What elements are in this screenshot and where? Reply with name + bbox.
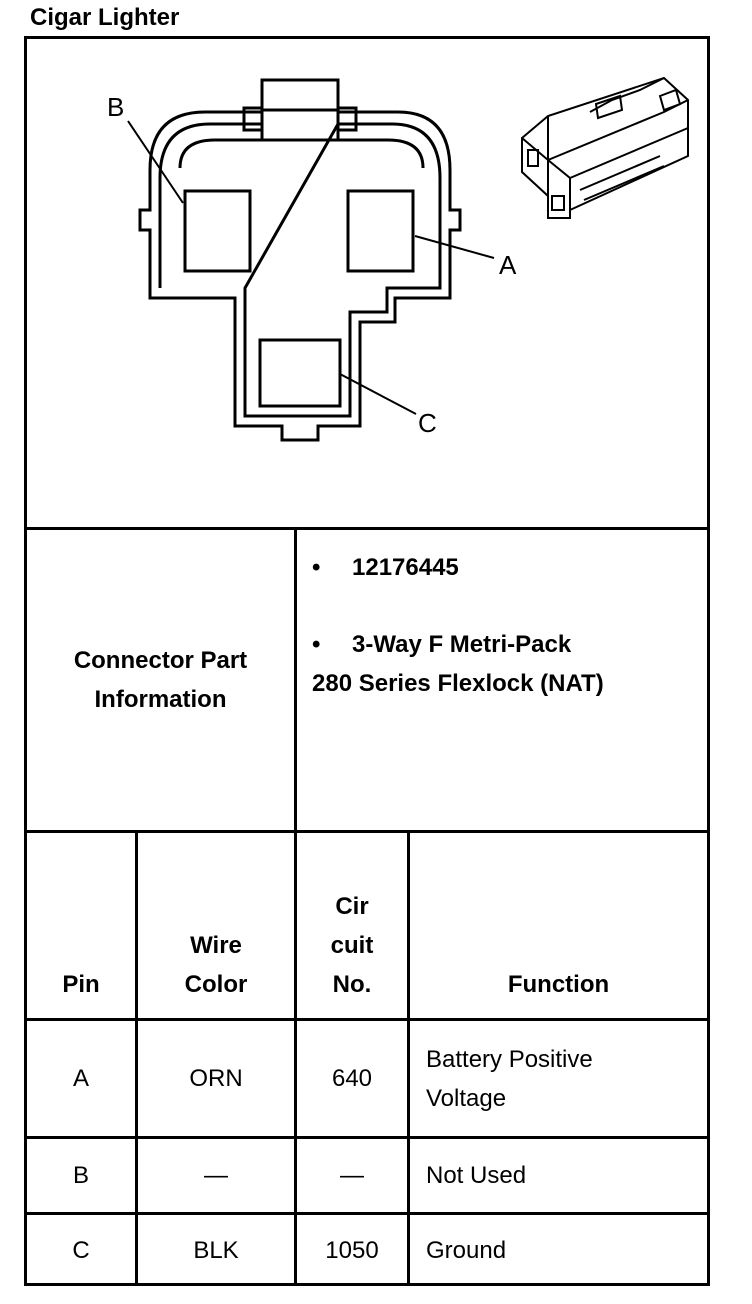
page-title: Cigar Lighter [30,4,180,31]
row-c-circuit-no: 1050 [325,1236,379,1264]
connector-description-line1: 3-Way F Metri-Pack [352,631,572,658]
connector-info-values: • 12176445 • 3-Way F Metri-Pack 280 Series… [312,548,604,703]
row-b-wire-color: — [204,1162,228,1189]
row-a-wire-color: ORN [189,1065,243,1092]
divider-line [294,527,297,1286]
pin-b-cavity [183,189,252,273]
row-c-pin: C [72,1236,90,1264]
connector-info-label-line1: Connector Part [73,647,248,674]
row-b-circuit-no: — [340,1162,364,1189]
bullet: • [312,554,321,581]
connector-description-line2: 280 Series Flexlock (NAT) [312,670,604,697]
connector-info-label: Connector Part Information [27,530,294,830]
row-c-wire-color: BLK [193,1236,239,1264]
row-c-function: Ground [426,1236,507,1264]
header-function: Function [507,971,610,998]
divider-line [135,830,138,1286]
header-wire-color: Wire Color [184,932,248,998]
header-pin: Pin [62,971,100,998]
connector-isometric-icon [521,76,689,219]
divider-line [24,527,710,530]
divider-line [24,1212,710,1215]
bullet: • [312,631,321,658]
divider-line [24,1018,710,1021]
divider-line [24,1136,710,1139]
row-a-circuit-no: 640 [331,1065,373,1092]
pin-label-b: B [107,92,124,122]
connector-table-frame [24,36,710,1286]
header-circuit-no: Cir cuit No. [330,893,374,998]
divider-line [407,830,410,1286]
connector-face-diagram: B A C [107,76,689,442]
row-b-function: Not Used [426,1162,527,1189]
pin-label-a: A [499,250,517,280]
divider-line [24,830,710,833]
row-a-function: Battery Positive Voltage [426,1045,593,1112]
connector-info-label-line2: Information [94,686,227,713]
pin-a-cavity [346,189,415,273]
row-a-pin: A [72,1065,89,1092]
pin-label-c: C [418,408,437,438]
pin-c-cavity [258,338,342,408]
part-number: 12176445 [352,554,459,581]
row-b-pin: B [72,1162,89,1189]
